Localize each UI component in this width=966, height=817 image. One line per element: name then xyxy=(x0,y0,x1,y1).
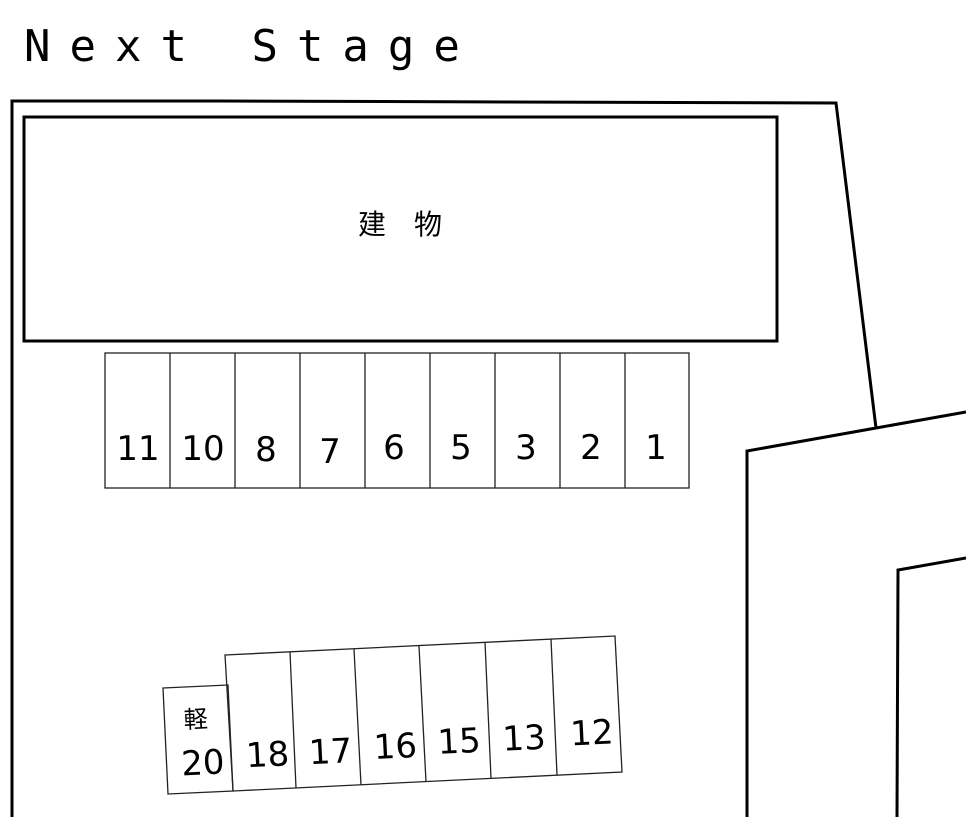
parking-space-10: 10 xyxy=(181,429,224,469)
upper-parking-row: 11 10 8 7 6 5 3 2 1 xyxy=(104,352,690,489)
parking-space-17: 17 xyxy=(308,731,353,773)
building: 建 物 xyxy=(22,115,779,343)
parking-space-12: 12 xyxy=(569,712,614,754)
parking-space-18: 18 xyxy=(245,734,290,776)
parking-space-6: 6 xyxy=(383,428,405,468)
site-boundary xyxy=(10,99,966,817)
parking-space-13: 13 xyxy=(501,718,546,760)
parking-space-3: 3 xyxy=(515,428,537,468)
parking-space-1: 1 xyxy=(645,428,667,468)
parking-space-16: 16 xyxy=(373,726,418,768)
parking-space-11: 11 xyxy=(116,429,159,469)
parking-space-8: 8 xyxy=(255,430,277,470)
building-label: 建 物 xyxy=(358,208,442,241)
parking-space-20: 20 xyxy=(180,742,225,784)
parking-space-15: 15 xyxy=(437,721,482,763)
kei-car-label: 軽 xyxy=(183,705,208,734)
parking-space-7: 7 xyxy=(319,432,341,472)
property-title: Next Stage xyxy=(24,21,479,72)
lower-parking-row: 軽 20 18 17 16 15 13 12 xyxy=(162,635,623,795)
parking-space-5: 5 xyxy=(450,428,472,468)
parking-space-2: 2 xyxy=(580,428,602,468)
